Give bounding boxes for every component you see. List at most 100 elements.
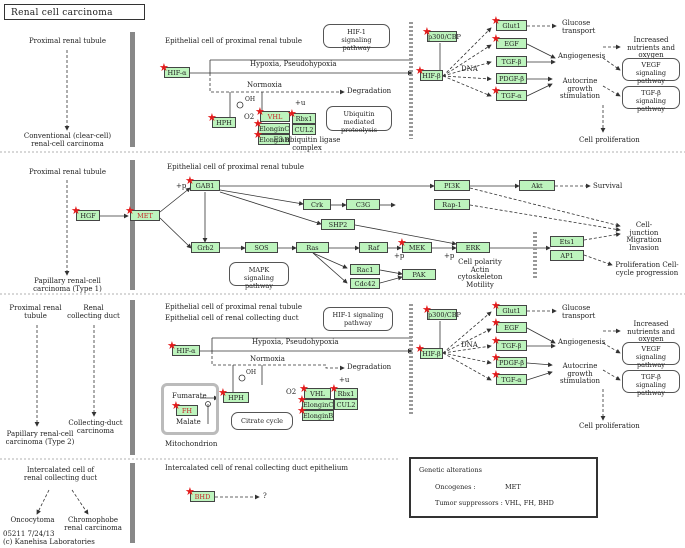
label-mitochondrion: Mitochondrion [165,440,218,448]
mutation-star-icon: ★ [253,128,263,141]
mutation-star-icon: ★ [397,236,407,249]
left-label-p1-bottom: Conventional (clear-cell) renal-cell car… [23,132,112,148]
gene-cul2[interactable]: CUL2 [292,124,316,135]
gene-glut1[interactable]: ★Glut1 [491,15,527,31]
gene-tgfa[interactable]: ★TGF-α [491,369,527,385]
gene-egf[interactable]: ★EGF [491,33,527,49]
legend-title: Genetic alterations [419,466,482,474]
gene-pi3k[interactable]: PI3K [434,180,470,191]
gene-hgf[interactable]: ★HGF [71,205,100,221]
mutation-star-icon: ★ [422,303,432,316]
gene-hifa[interactable]: ★HIF-α [159,62,190,78]
gene-rac1[interactable]: Rac1 [350,264,380,275]
gene-tgfa[interactable]: ★TGF-α [491,85,527,101]
left-label-p3-top-a: Proximal renal tubule [9,304,62,320]
gene-elonginc[interactable]: ★ElonginC [297,393,334,410]
mutation-star-icon: ★ [185,485,195,498]
gene-c3g[interactable]: C3G [346,199,380,210]
gene-akt[interactable]: Akt [519,180,555,191]
pathway-link-citrate[interactable]: Citrate cycle [231,412,293,430]
gene-pdgfb[interactable]: ★PDGF-β [491,352,527,368]
mutation-star-icon: ★ [491,84,501,97]
label-survival: Survival [593,182,623,190]
gene-grb2[interactable]: Grb2 [191,242,220,253]
mutation-star-icon: ★ [491,351,501,364]
gene-p300[interactable]: ★p300/CBP [422,25,461,42]
pathway-link-hif1[interactable]: HIF-1 signaling pathway [323,307,393,331]
label-celljunc: Cell-junction Migration Invasion [626,221,662,253]
label-dna: DNA [461,341,478,349]
label-plus-u: +u [295,99,306,107]
section-header: Intercalated cell of renal collecting du… [165,464,349,472]
gene-gab1[interactable]: ★GAB1 [185,175,220,191]
membrane-bar [130,300,135,455]
gene-met[interactable]: ★MET [125,205,160,221]
pathway-link-vegf[interactable]: VEGF signaling pathway [622,342,680,369]
label-polarity: Cell polarity Actin cytoskeleton Motilit… [457,258,503,290]
gene-vhl[interactable]: ★VHL [255,106,290,122]
gene-tgfb[interactable]: ★TGF-β [491,335,527,351]
mutation-star-icon: ★ [329,382,339,395]
label-cell-proliferation: Cell proliferation [579,136,640,144]
gene-cul2[interactable]: CUL2 [334,399,358,410]
gene-elonginb[interactable]: ★ElonginB [297,404,334,421]
gene-egf[interactable]: ★EGF [491,317,527,333]
gene-rbx1[interactable]: ★Rbx1 [329,383,358,399]
gene-ets1[interactable]: Ets1 [550,236,584,247]
gene-hph[interactable]: ★HPH [207,112,236,128]
gene-tgfb[interactable]: TGF-β [496,56,527,67]
gene-rbx1[interactable]: ★Rbx1 [287,108,316,124]
gene-bhd[interactable]: ★BHD [185,486,215,502]
gene-elonginc[interactable]: ★ElonginC [253,117,290,134]
pathway-link-mapk[interactable]: MAPK signaling pathway [229,262,289,290]
gene-hifb[interactable]: ★HIF-β [415,343,443,359]
legend-box: Genetic alterations Oncogenes : MET Tumo… [409,457,598,518]
left-label-p2-bottom: Papillary renal-cell carcinoma (Type 1) [33,277,102,293]
left-label-p3-bottom-a: Papillary renal-cell carcinoma (Type 2) [5,430,75,446]
gene-p300[interactable]: ★p300/CBP [422,303,461,320]
gene-pak[interactable]: PAK [402,269,436,280]
label-o2: O2 [244,113,255,121]
gene-hifa[interactable]: ★HIF-α [167,340,200,356]
gene-crk[interactable]: Crk [303,199,331,210]
pathway-link-tgfb[interactable]: TGF-β signaling pathway [622,370,680,397]
label-plus-u: +u [339,376,350,384]
label-autocrine: Autocrine growth stimulation [560,362,600,386]
gene-rap1[interactable]: Rap-1 [434,199,470,210]
gene-raf[interactable]: Raf [359,242,388,253]
gene-vhl[interactable]: ★VHL [299,383,331,399]
pathway-link-hif1[interactable]: HIF-1 signaling pathway [323,24,390,52]
label-p: +p [444,252,455,260]
gene-ras[interactable]: Ras [296,242,329,253]
gene-cdc42[interactable]: Cdc42 [350,278,380,289]
gene-glut1[interactable]: ★Glut1 [491,300,527,316]
gene-fh[interactable]: ★FH [171,400,198,416]
mutation-star-icon: ★ [297,404,307,417]
gene-hifb[interactable]: ★HIF-β [415,65,443,81]
gene-pdgfb[interactable]: PDGF-β [496,73,527,84]
mutation-star-icon: ★ [218,386,228,399]
mutation-star-icon: ★ [167,339,177,352]
gene-shp2[interactable]: SHP2 [321,219,355,230]
membrane-bar [130,463,135,543]
gene-elonginb[interactable]: ★ElonginB [253,128,290,145]
mutation-star-icon: ★ [491,32,501,45]
mutation-star-icon: ★ [159,61,169,74]
gene-hph[interactable]: ★HPH [218,387,249,403]
mutation-star-icon: ★ [255,105,265,118]
left-label-p3-top-b: Renal collecting duct [67,304,120,320]
section-header: Epithelial cell of proximal renal tubule [165,303,303,311]
gene-erk[interactable]: ERK [456,242,490,253]
svg-text:OH: OH [246,369,256,376]
gene-mek[interactable]: ★MEK [397,237,432,253]
pathway-link-ubiq[interactable]: Ubiquitin mediated proteolysis [326,106,392,134]
mutation-star-icon: ★ [422,25,432,38]
pathway-link-tgfb[interactable]: TGF-β signaling pathway [622,86,680,113]
section-header: Epithelial cell of proximal renal tubule [167,163,305,171]
label-degradation: Degradation [347,363,392,371]
gene-ap1[interactable]: AP1 [550,250,584,261]
pathway-link-vegf[interactable]: VEGF signaling pathway [622,58,680,85]
gene-sos[interactable]: SOS [245,242,278,253]
legend-tumor-suppressors-label: Tumor suppressors : [435,499,503,507]
